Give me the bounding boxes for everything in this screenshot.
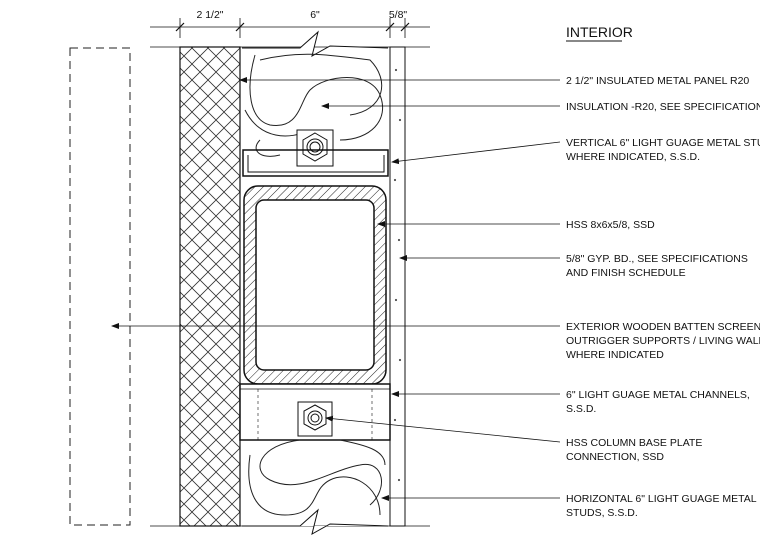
- insulation-batt-top: [244, 53, 384, 157]
- insulated-metal-panel: [179, 46, 241, 527]
- break-line-bottom: [242, 508, 389, 535]
- dimension-gyp-board: 5/8": [389, 9, 408, 21]
- hss-tube-inner: [255, 199, 375, 371]
- callout-base-plate: HSS COLUMN BASE PLATE CONNECTION, SSD: [566, 437, 705, 463]
- callout-labels: 2 1/2" INSULATED METAL PANEL R20 INSULAT…: [566, 75, 760, 519]
- insulation-batt-bottom: [248, 439, 386, 516]
- break-line-top: [242, 30, 389, 57]
- section-title: INTERIOR: [566, 24, 633, 40]
- callout-vertical-studs: VERTICAL 6" LIGHT GUAGE METAL STUDS WHER…: [566, 137, 760, 163]
- callout-insulation: INSULATION -R20, SEE SPECIFICATION: [566, 101, 760, 113]
- callout-gyp-board: 5/8" GYP. BD., SEE SPECIFICATIONS AND FI…: [566, 253, 751, 279]
- anchor-bolt-bottom-icon: [297, 401, 333, 437]
- callout-hss: HSS 8x6x5/8, SSD: [566, 219, 655, 231]
- callout-insulated-panel: 2 1/2" INSULATED METAL PANEL R20: [566, 75, 749, 87]
- dimension-stud-depth: 6": [310, 9, 320, 21]
- callout-horizontal-studs: HORIZONTAL 6" LIGHT GUAGE METAL STUDS, S…: [566, 493, 759, 519]
- anchor-bolt-top-icon: [296, 129, 334, 167]
- dimension-string: 2 1/2" 6" 5/8": [150, 9, 430, 38]
- leader-lines: [111, 77, 561, 501]
- dimension-panel: 2 1/2": [196, 9, 223, 21]
- callout-metal-channels: 6" LIGHT GUAGE METAL CHANNELS, S.S.D.: [566, 389, 753, 415]
- callout-batten-screen: EXTERIOR WOODEN BATTEN SCREEN ON OUTRIGG…: [566, 321, 760, 361]
- batten-screen: [69, 47, 131, 526]
- metal-stud-channel-top: [242, 149, 389, 177]
- gypsum-board: [389, 46, 406, 527]
